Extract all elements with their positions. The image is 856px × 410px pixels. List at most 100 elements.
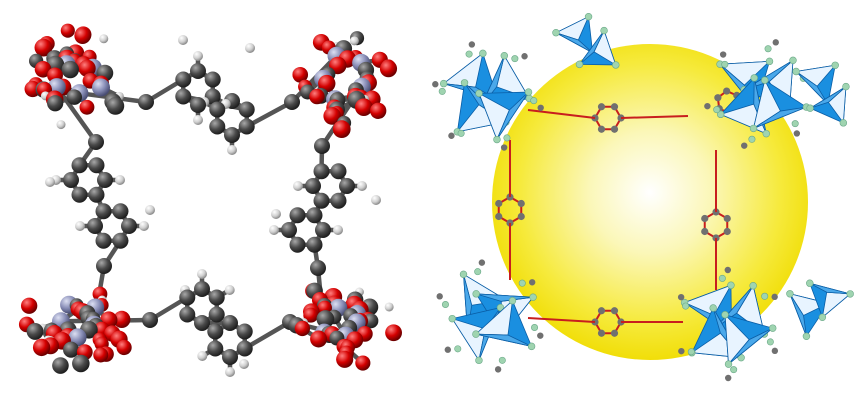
oxygen-node — [508, 297, 517, 305]
hydrogen-atom — [75, 221, 85, 231]
carbon-atom — [87, 218, 103, 234]
linker-carbon — [610, 103, 619, 111]
oxygen-node — [764, 45, 772, 53]
oxygen-node — [716, 110, 725, 119]
oxygen-node — [524, 88, 533, 96]
oxygen-node — [584, 12, 593, 21]
hydrogen-atom — [245, 43, 255, 53]
oxygen-node — [552, 29, 560, 37]
hydrogen-atom — [227, 145, 237, 155]
oxygen-atom — [32, 338, 51, 357]
carbon-atom — [47, 95, 64, 112]
oxygen-node — [769, 324, 777, 332]
oxygen-node — [438, 87, 446, 95]
pore-sphere — [492, 44, 808, 360]
oxygen-atom — [78, 59, 96, 77]
carbon-atom — [71, 186, 88, 203]
oxygen-node — [511, 55, 519, 63]
oxygen-node — [818, 313, 827, 321]
hydrogen-atom — [349, 36, 359, 46]
carboxylate-carbon — [677, 293, 685, 301]
carbon-atom — [71, 157, 88, 174]
zinc-oxide-clusters — [432, 12, 854, 382]
carbon-atom — [112, 232, 129, 249]
carbon-atom — [63, 172, 79, 188]
oxygen-node — [465, 50, 473, 58]
oxygen-node — [765, 57, 774, 66]
zinc-tetrahedron-face — [743, 59, 794, 91]
carbon-atom — [194, 315, 210, 331]
oxygen-node — [530, 97, 538, 105]
oxygen-node — [749, 282, 757, 290]
oxygen-atom — [303, 307, 319, 323]
carbon-atom — [305, 178, 321, 194]
oxygen-atom — [21, 297, 38, 314]
carbon-atom — [289, 207, 306, 224]
linker-carbon — [610, 125, 619, 133]
oxygen-node — [718, 274, 726, 282]
carbon-atom — [88, 157, 105, 174]
oxygen-node — [600, 26, 608, 35]
oxygen-atom — [385, 324, 402, 342]
hydrogen-atom — [99, 34, 109, 44]
carboxylate-carbon — [528, 279, 536, 286]
oxygen-node — [839, 119, 848, 127]
carboxylate-carbon — [494, 366, 502, 373]
zinc-tetrahedron-face — [475, 333, 532, 347]
zinc-tetrahedron-face — [809, 282, 851, 295]
oxygen-node — [802, 332, 811, 340]
carboxylate-carbon — [741, 142, 748, 149]
oxygen-node — [498, 356, 506, 364]
hydrogen-atom — [45, 177, 55, 187]
polyhedral-cage-model — [432, 12, 854, 382]
linker-carbon — [517, 199, 525, 208]
carbon-atom — [207, 340, 224, 357]
zinc-tetrahedron-face — [753, 106, 807, 129]
linker-carbon — [723, 227, 731, 236]
carboxylate-carbon — [500, 144, 508, 151]
carbon-atom — [72, 354, 90, 373]
carbon-atom — [204, 71, 221, 88]
carboxylate-carbon — [521, 53, 528, 60]
oxygen-node — [441, 300, 449, 308]
oxygen-node — [500, 52, 509, 60]
oxygen-node — [687, 348, 695, 356]
carbon-atom — [306, 207, 323, 224]
hydrogen-atom — [115, 175, 125, 185]
linker-carbon — [701, 214, 709, 223]
oxygen-node — [831, 61, 839, 69]
hydrogen-atom — [193, 115, 203, 125]
carbon-atom — [175, 88, 192, 105]
linker-carbon — [517, 212, 525, 221]
oxygen-node — [846, 290, 854, 298]
carboxylate-carbon — [771, 293, 778, 301]
carbon-atom — [222, 315, 238, 331]
hydrogen-atom — [271, 209, 281, 219]
ball-and-stick-model — [18, 23, 402, 377]
oxygen-node — [709, 304, 717, 312]
oxygen-atom — [113, 310, 131, 329]
carbon-atom — [236, 323, 253, 340]
carbon-atom — [314, 138, 330, 154]
oxygen-atom — [354, 98, 373, 116]
oxygen-node — [457, 129, 465, 137]
oxygen-node — [474, 268, 482, 276]
carboxylate-carbon — [724, 374, 732, 382]
oxygen-node — [479, 49, 487, 58]
carbon-atom — [26, 323, 44, 340]
linker-bond — [527, 109, 596, 119]
carboxylate-carbon — [432, 81, 439, 88]
oxygen-atom — [323, 107, 342, 125]
oxygen-atom — [318, 74, 336, 93]
oxygen-node — [454, 345, 462, 353]
zinc-tetrahedron-face — [476, 293, 534, 302]
oxygen-atom — [379, 60, 398, 78]
oxygen-node — [761, 76, 769, 84]
carbon-atom — [236, 340, 253, 357]
hydrogen-atom — [269, 225, 279, 235]
carboxylate-carbon — [537, 104, 544, 111]
oxygen-node — [749, 124, 758, 133]
linker-carbon — [597, 307, 606, 315]
oxygen-node — [766, 338, 774, 346]
hydrogen-atom — [239, 359, 249, 369]
